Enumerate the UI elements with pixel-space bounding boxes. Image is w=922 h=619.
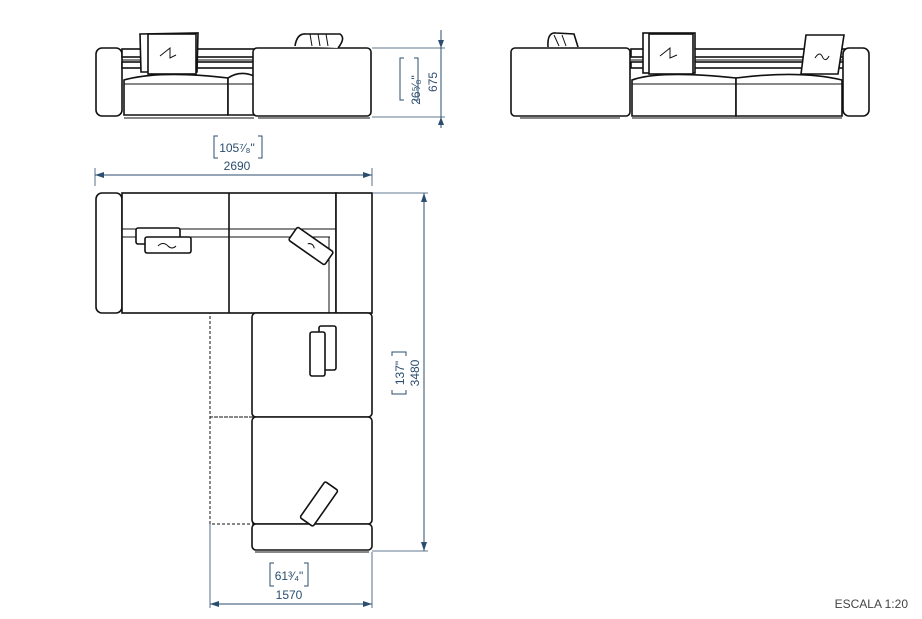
plan-view	[95, 192, 373, 553]
scale-label: ESCALA 1:20	[834, 597, 908, 611]
chaise-width-dimension: 61³⁄₄" 1570	[209, 524, 373, 608]
width-dimension: 105⁷⁄₈" 2690	[94, 135, 373, 186]
width-mm: 2690	[224, 159, 251, 173]
chaise-width-mm: 1570	[276, 588, 303, 602]
depth-inch: 137"	[393, 361, 407, 385]
depth-dimension: 137" 3480	[372, 192, 428, 552]
width-inch: 105⁷⁄₈"	[219, 141, 255, 155]
front-elevation-right	[510, 32, 870, 119]
height-inch: 26⁵⁄₈"	[409, 75, 423, 105]
height-mm: 675	[426, 72, 440, 92]
chaise-width-inch: 61³⁄₄"	[275, 569, 304, 583]
front-elevation-left	[95, 32, 372, 119]
height-dimension: 26⁵⁄₈" 675	[372, 30, 445, 128]
depth-mm: 3480	[408, 359, 422, 386]
